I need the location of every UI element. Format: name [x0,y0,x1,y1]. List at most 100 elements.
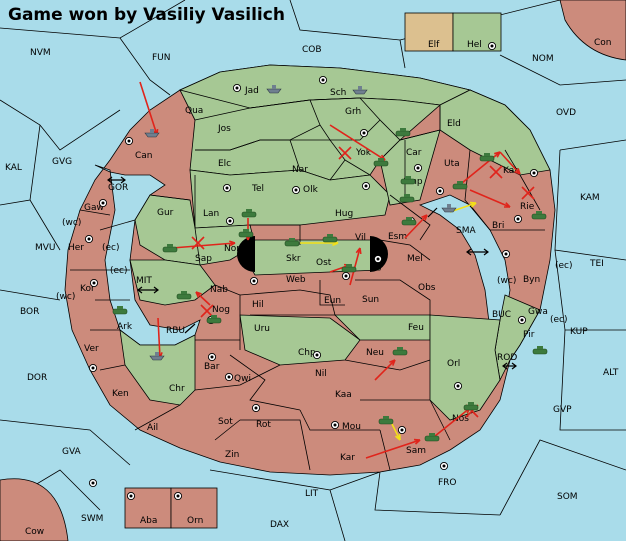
province-label: Rot [256,420,271,430]
army-unit-icon [176,293,192,300]
province-label: Elc [218,159,231,169]
legend-label: Elf [428,40,440,50]
province-label: Nar [292,165,308,175]
army-turret [405,176,411,179]
fleet-unit-icon [441,207,457,213]
province-label: LIT [305,489,319,499]
arrow-head [514,168,521,175]
province-label: Tel [251,184,264,194]
order-arrow [329,124,386,161]
central-strait [244,239,386,276]
arrow-head [229,240,236,247]
province-label: MIT [136,276,152,286]
province-label: KAM [580,193,600,203]
province-label: (wc) [62,218,81,228]
supply-center-dot [376,257,380,261]
province-label: Nil [315,369,327,379]
order-arrows [107,81,535,459]
province-label: Jad [244,86,259,96]
province-label: KAL [5,163,22,173]
double-arrow-heads [466,248,489,256]
province-label: SOM [557,492,578,502]
province-label: Vil [355,233,366,243]
supply-center-dot [321,78,325,82]
province-label: Nos [452,414,469,424]
border-nvm-kal [0,99,121,151]
army-turret [289,238,295,241]
units [112,85,548,442]
province-label: (wc) [56,292,75,302]
order-arrow [195,291,211,306]
double-arrow-heads [107,176,126,184]
province-label: Eld [447,119,461,129]
supply-center-dot [504,252,508,256]
supply-center-dot [225,186,229,190]
fleet-unit-icon [266,88,282,94]
province-label: Ost [316,258,332,268]
province-label: Kar [340,453,355,463]
army-unit-icon [452,183,468,190]
army-unit-icon [531,213,547,220]
order-arrow [139,81,158,136]
arrow-head [469,201,477,208]
army-turret [327,234,333,237]
province-label: Bar [204,362,220,372]
province-label: Qua [185,106,203,116]
army-unit-icon [373,160,389,167]
coast-arrow [184,323,196,334]
province-label: Gur [157,208,174,218]
arrow-head [355,247,362,255]
province-eld [439,89,551,176]
province-label: RBU [166,326,185,336]
province-label: BOR [20,307,39,317]
province-label: Obs [418,283,436,293]
province-label: (ec) [102,243,120,253]
legend-label: Hel [467,40,482,50]
army-turret [117,306,123,309]
army-unit-icon [395,130,411,137]
province-label: Olk [303,185,319,195]
order-arrow [349,247,361,286]
province-label: Gwa [528,307,548,317]
army-unit-icon [112,308,128,315]
border-nom-ovd [499,54,626,86]
arrow-head [503,202,511,208]
army-turret [536,211,542,214]
supply-center-dot [456,384,460,388]
province-label: SMA [456,226,476,236]
province-label: Ail [147,423,158,433]
arrow-head [413,438,421,445]
failed-order-cross [191,236,205,250]
province-label: DOR [27,373,47,383]
army-unit-icon [206,317,222,324]
fleet-tower [155,352,159,356]
province-label: MVU [35,243,56,253]
legend-labels: Elf Hel [428,40,482,50]
supply-center-dot [520,318,524,322]
order-arrow [365,439,421,459]
supply-center-dot [252,279,256,283]
province-label: GVG [52,157,72,167]
order-arrow [469,189,511,208]
army-unit-icon [322,236,338,243]
fleet-tower [150,129,154,133]
army-turret [243,229,249,232]
order-arrow [499,151,521,175]
army-unit-icon [238,231,254,238]
army-unit-icon [284,240,300,247]
province-label: Sun [362,295,379,305]
army-unit-icon [378,418,394,425]
province-label: Sap [195,254,212,264]
province-label: SWM [81,514,103,524]
supply-center-dot [362,131,366,135]
arrow-head [494,151,501,158]
order-arrow [374,359,396,381]
supply-center-dot [228,219,232,223]
province-label: Gaw [84,203,104,213]
province-label: Nor [224,244,240,254]
supply-center-dot [91,481,95,485]
supply-center-dot [101,201,105,205]
army-turret [468,402,474,405]
